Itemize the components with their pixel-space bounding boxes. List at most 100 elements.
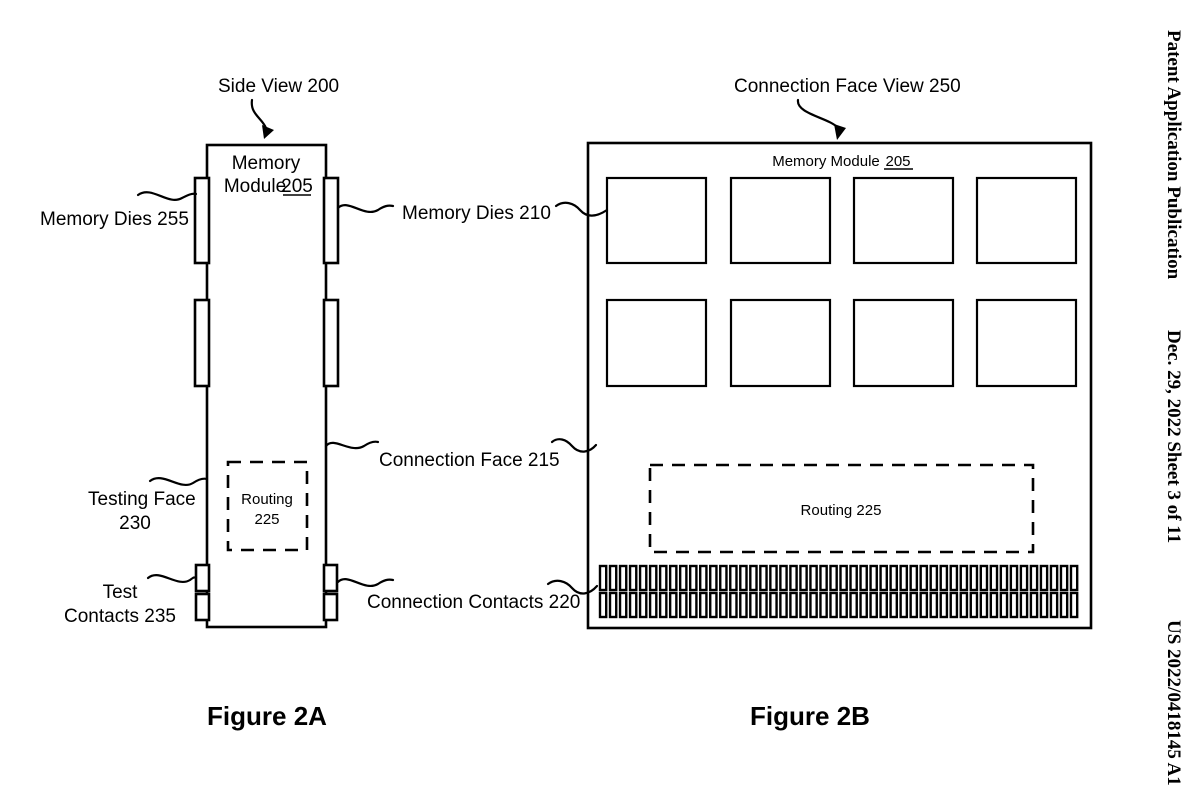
fig-2b-contact-pad [899, 564, 909, 592]
fig-2b-contact-pad [979, 564, 989, 592]
fig-2b-contact-pad [919, 564, 929, 592]
fig-2b-contact-pad [789, 591, 798, 619]
fig-2b-contact-pad [829, 564, 838, 592]
fig-2b-contact-pad [638, 591, 648, 619]
connection-face-leader-right [550, 438, 598, 453]
fig-2b-contact-pad [699, 564, 708, 592]
connection-contacts-leader-right [546, 579, 599, 595]
fig-2b-contact-pad [638, 564, 648, 592]
fig-2b-contact-pad [618, 591, 628, 619]
fig-2a-test-contacts-label-line2: Contacts 235 [64, 606, 176, 627]
fig-2b-contact-pad [1029, 564, 1039, 592]
fig-2a-title-leader [250, 98, 268, 130]
fig-2b-contact-pad [879, 591, 888, 619]
fig-2b-contact-pad [598, 564, 608, 592]
fig-2b-contact-pad [889, 564, 899, 592]
fig-2b-module-label: Memory Module [772, 153, 880, 170]
fig-2b-memory-dies-label: Memory Dies 210 [402, 203, 551, 224]
fig-2b-contact-pad [678, 591, 688, 619]
connection-contacts-label: Connection Contacts 220 [367, 592, 580, 613]
fig-2b-contact-pad [648, 564, 658, 592]
fig-2b-die-r1c3 [852, 176, 955, 265]
fig-2b-die-r2c4 [975, 298, 1078, 388]
fig-2a-title-arrowhead [262, 125, 274, 139]
fig-2b-connection-contacts [598, 564, 1079, 619]
header-publication-title: Patent Application Publication [1163, 30, 1184, 280]
fig-2b-contact-pad [1029, 591, 1039, 619]
fig-2a-module-body [205, 143, 328, 629]
figure-2a-group: Side View 200 Memory Module 205 [40, 76, 340, 731]
fig-2b-contact-pad [678, 564, 688, 592]
fig-2b-memory-dies-leader-right [554, 201, 609, 217]
fig-2a-testing-face-label-line2: 230 [119, 513, 151, 534]
fig-2a-testing-face-leader [148, 477, 209, 486]
fig-2b-die-r1c2 [729, 176, 832, 265]
fig-2b-contact-pad [929, 564, 939, 592]
fig-2b-contact-pad [628, 564, 638, 592]
fig-2b-contact-pad [1019, 564, 1029, 592]
fig-2b-contact-pad [909, 564, 919, 592]
fig-2a-right-die-2 [322, 298, 340, 388]
fig-2b-contact-pad [849, 564, 858, 592]
fig-2b-contact-pad [1059, 564, 1069, 592]
fig-2b-contact-pad [949, 591, 959, 619]
fig-2b-contact-pad [959, 564, 969, 592]
fig-2a-memory-dies-leader [136, 191, 198, 201]
fig-2b-module-body [586, 141, 1093, 630]
fig-2a-connection-contact-2 [322, 592, 339, 622]
fig-2b-contact-pad [789, 564, 798, 592]
fig-2b-contact-pad [999, 564, 1009, 592]
fig-2b-contact-pad [1059, 591, 1069, 619]
fig-2b-contact-pad [839, 591, 848, 619]
fig-2b-contact-pad [709, 591, 718, 619]
fig-2b-contact-pad [688, 591, 698, 619]
fig-2b-contact-pad [719, 591, 728, 619]
fig-2b-die-r2c2 [729, 298, 832, 388]
fig-2b-contact-pad [658, 591, 668, 619]
fig-2b-contact-pad [749, 591, 758, 619]
fig-2b-contact-pad [1039, 591, 1049, 619]
fig-2b-contact-pad [999, 591, 1009, 619]
fig-2b-contact-pad [1069, 591, 1079, 619]
fig-2b-routing-box [648, 463, 1035, 554]
fig-2b-contact-pad [1009, 591, 1019, 619]
fig-2b-contact-pad [709, 564, 718, 592]
connection-contacts-leader-left [336, 578, 395, 587]
fig-2a-testing-face-label-line1: Testing Face [88, 489, 196, 510]
fig-2b-contact-pad [769, 564, 778, 592]
fig-2b-contact-pad [899, 591, 909, 619]
fig-2b-contact-pad [1049, 564, 1059, 592]
fig-2b-contact-pad [969, 591, 979, 619]
fig-2a-module-label-line1: Memory [232, 153, 301, 174]
fig-2a-test-contacts-label-line1: Test [103, 582, 139, 603]
fig-2b-caption: Figure 2B [750, 701, 870, 731]
fig-2b-die-row-1 [605, 176, 1078, 265]
page-header: Patent Application Publication Dec. 29, … [1163, 30, 1184, 786]
fig-2b-contact-pad [969, 564, 979, 592]
fig-2b-contact-pad [1069, 564, 1079, 592]
fig-2b-contact-pad [929, 591, 939, 619]
fig-2b-title-label: Connection Face View 250 [734, 76, 961, 97]
fig-2b-contact-pad [859, 564, 868, 592]
fig-2b-contact-pad [829, 591, 838, 619]
fig-2b-contact-pad [1049, 591, 1059, 619]
fig-2b-title-leader [796, 98, 840, 130]
fig-2b-contact-pad [989, 591, 999, 619]
fig-2a-routing-box [226, 460, 309, 552]
fig-2b-contact-pad [1019, 591, 1029, 619]
fig-2b-module-ref: 205 [885, 153, 910, 170]
fig-2b-contact-pad [618, 564, 628, 592]
fig-2a-caption: Figure 2A [207, 701, 327, 731]
fig-2b-contact-pad [809, 591, 818, 619]
fig-2b-contact-pad [979, 591, 989, 619]
fig-2b-memory-dies-leader-left [336, 204, 395, 213]
fig-2b-contact-pad [699, 591, 708, 619]
fig-2b-contact-pad [668, 591, 678, 619]
fig-2b-contact-pad [739, 591, 748, 619]
fig-2a-routing-label-line1: Routing [241, 491, 293, 508]
fig-2a-title-label: Side View 200 [218, 76, 339, 97]
fig-2b-contact-pad [658, 564, 668, 592]
fig-2a-connection-contact-1 [322, 563, 339, 593]
